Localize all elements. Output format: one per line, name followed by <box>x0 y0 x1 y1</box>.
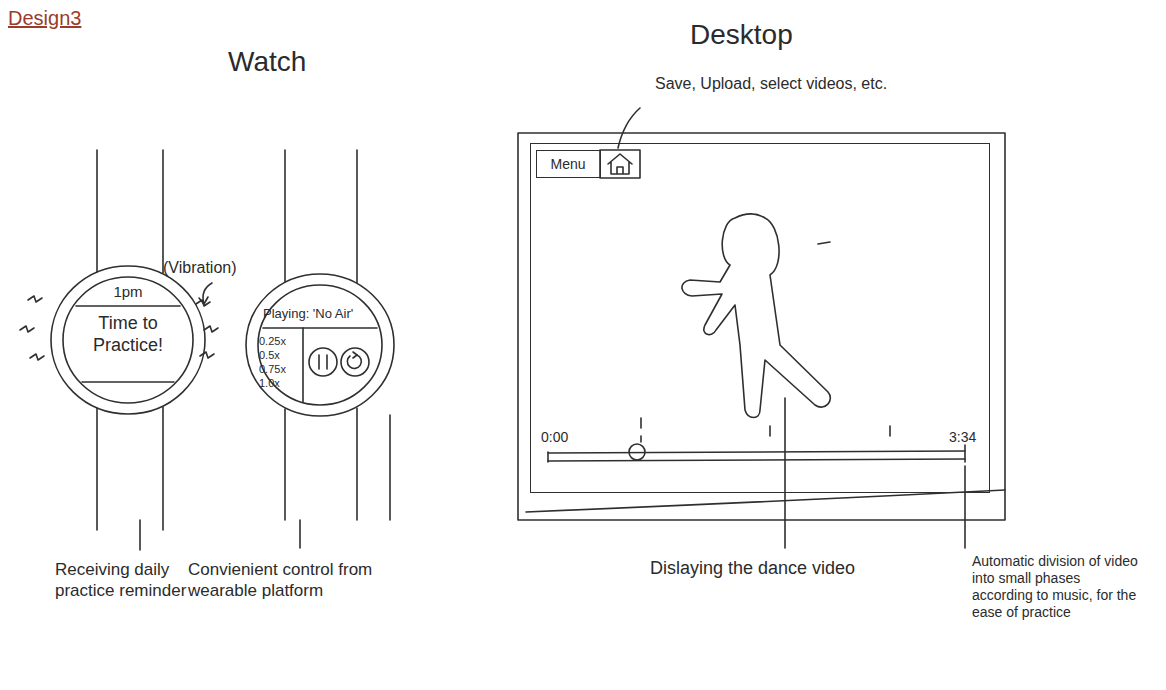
phase-tick <box>640 418 642 428</box>
vibration-leader <box>199 297 208 304</box>
annotation-label: Save, Upload, select videos, etc. <box>655 74 887 94</box>
annotation-label: Convienient control from wearable platfo… <box>188 560 398 601</box>
watch-band <box>389 415 391 520</box>
leader-line <box>299 520 301 548</box>
leader-line <box>964 466 966 548</box>
face-divider <box>76 305 180 307</box>
watch-band <box>96 408 98 530</box>
diagram-title: Design3 <box>8 6 81 30</box>
vibration-mark <box>200 352 214 358</box>
watch-band <box>162 407 164 530</box>
watch-face: Playing: 'No Air' 0.25x0.5x0.75x1.0x <box>245 273 395 417</box>
watch-bezel <box>51 266 205 414</box>
replay-arrow <box>353 352 357 358</box>
pause-bar <box>326 355 328 369</box>
home-button <box>600 150 640 178</box>
node-text: 1.0x <box>259 377 280 390</box>
node-text: Playing: 'No Air' <box>263 306 353 322</box>
watch-screen <box>258 285 382 405</box>
face-divider <box>82 381 174 383</box>
node-text: Time to Practice! <box>78 313 178 357</box>
monitor-edge <box>526 490 1005 512</box>
watch-band <box>356 150 358 283</box>
home-icon <box>608 154 632 174</box>
pause-bar <box>318 355 320 369</box>
menu-button: Menu <box>536 150 601 178</box>
annotation-label: Desktop <box>690 18 793 52</box>
node-text: 1pm <box>50 283 206 301</box>
watch-band <box>96 150 98 272</box>
node-text: 0.25x <box>259 335 286 348</box>
timeline-handle <box>629 444 645 460</box>
vibration-mark <box>204 326 218 332</box>
node-text: 0.5x <box>259 349 280 362</box>
phase-tick <box>889 426 891 436</box>
node-text: Menu <box>537 156 599 173</box>
vibration-mark <box>28 296 42 302</box>
leader-line <box>139 520 141 550</box>
watch-band <box>356 408 358 520</box>
vibration-leader <box>203 283 212 304</box>
watch-face: 1pmTime to Practice! <box>50 265 206 415</box>
desktop-screen: Menu 0:00 3:34 <box>530 143 990 493</box>
leader-line <box>618 108 640 148</box>
leader-line <box>784 398 786 548</box>
timeline-end <box>964 445 966 462</box>
vibration-mark <box>20 326 34 332</box>
node-text: 0:00 <box>541 429 568 446</box>
node-text: 0.75x <box>259 363 286 376</box>
face-divider <box>263 327 377 329</box>
replay-button <box>341 348 369 376</box>
sketch-dash <box>818 242 830 244</box>
pause-button <box>309 348 337 376</box>
annotation-label: (Vibration) <box>163 258 237 278</box>
dancer-figure <box>682 214 830 418</box>
annotation-label: Dislaying the dance video <box>650 558 855 580</box>
timeline-end <box>547 452 549 462</box>
annotation-label: Watch <box>228 45 306 79</box>
face-divider <box>302 328 304 402</box>
timeline-track <box>548 459 965 461</box>
phase-tick <box>769 426 771 436</box>
timeline-track <box>548 451 965 453</box>
annotation-label: Receiving daily practice reminder <box>55 560 205 601</box>
annotation-label: Automatic division of video into small p… <box>972 553 1142 621</box>
watch-bezel <box>246 274 394 416</box>
phase-tick <box>640 436 642 442</box>
watch-band <box>162 150 164 273</box>
vibration-mark <box>30 354 44 360</box>
watch-band <box>284 409 286 520</box>
node-text: 3:34 <box>949 429 976 446</box>
monitor-frame <box>518 133 1005 520</box>
watch-band <box>284 150 286 282</box>
